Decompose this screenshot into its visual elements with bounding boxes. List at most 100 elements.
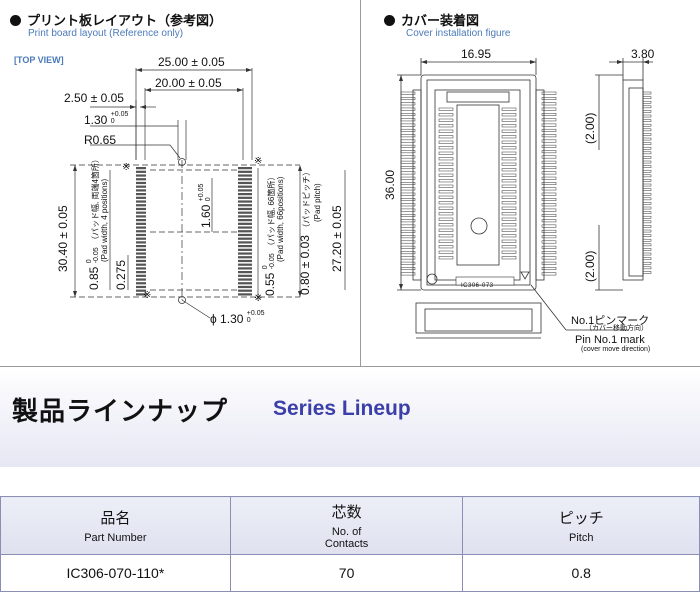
part-mark-plate	[455, 276, 515, 286]
pin	[642, 225, 652, 228]
pad	[136, 207, 146, 211]
pin	[501, 162, 517, 166]
bullet-icon	[384, 15, 395, 26]
pad	[136, 222, 146, 225]
pcb-section-title: プリント板レイアウト（参考図）	[10, 10, 222, 29]
pad	[238, 219, 252, 222]
pin	[541, 176, 557, 180]
pad	[136, 226, 146, 229]
pin1-label-en: Pin No.1 mark	[575, 334, 645, 346]
pin1-arrow-icon	[520, 271, 530, 280]
pin	[400, 113, 416, 116]
pin	[501, 239, 517, 243]
pin	[541, 160, 557, 164]
pin	[400, 229, 416, 233]
pin	[501, 107, 517, 111]
pin	[501, 173, 517, 177]
pin	[642, 266, 652, 270]
pin	[501, 140, 517, 144]
pcb-section-subtitle: Print board layout (Reference only)	[28, 28, 184, 39]
pad	[238, 259, 252, 263]
pin	[642, 151, 652, 155]
pin	[400, 187, 416, 191]
pin	[642, 229, 652, 233]
pin	[541, 182, 557, 185]
pad	[238, 178, 252, 181]
side-view-pins	[642, 91, 652, 274]
pin	[400, 213, 416, 217]
pad	[238, 215, 252, 218]
pin	[438, 173, 454, 177]
pin	[541, 235, 557, 239]
pin	[642, 146, 652, 150]
pin	[438, 168, 454, 172]
pin	[541, 267, 557, 271]
pin	[438, 113, 454, 117]
dim-2720: 27.20 ± 0.05	[330, 205, 344, 272]
cover-contact-pins	[400, 91, 557, 276]
pin	[438, 201, 454, 205]
pin	[642, 238, 652, 242]
pin	[642, 243, 652, 247]
pad	[136, 285, 146, 289]
pin	[541, 102, 557, 106]
pad	[238, 274, 252, 277]
pin	[642, 160, 652, 164]
pin	[642, 211, 652, 214]
pin	[438, 250, 454, 254]
pin	[400, 123, 416, 127]
pad	[136, 230, 146, 233]
pad	[238, 174, 252, 177]
pad	[238, 226, 252, 229]
pin	[400, 272, 416, 276]
dim-200-top: (2.00)	[583, 112, 597, 144]
pin	[642, 252, 652, 256]
pad	[136, 256, 146, 259]
pin	[501, 195, 517, 199]
dim-r065: R0.65	[84, 133, 117, 147]
pcb-drawing	[70, 68, 346, 319]
pin	[501, 151, 517, 155]
part-mark-text: IC306-073	[461, 283, 494, 289]
pin	[501, 179, 517, 183]
pad	[136, 170, 146, 173]
pin	[400, 155, 416, 159]
cover-section-subtitle: Cover installation figure	[406, 28, 511, 39]
pad	[238, 181, 252, 185]
pin	[400, 224, 416, 228]
pin	[501, 223, 517, 227]
pad	[136, 259, 146, 263]
pin	[642, 257, 652, 260]
pad	[238, 267, 252, 270]
pin	[400, 203, 416, 207]
top-view-tag: [TOP VIEW]	[14, 55, 64, 65]
pad	[238, 230, 252, 233]
pin	[438, 118, 454, 122]
cover-section-title: カバー装着図	[384, 10, 479, 29]
dim-200-bottom: (2.00)	[583, 250, 597, 282]
pad	[136, 215, 146, 218]
dim-160: 1.60 +0.05 0	[198, 183, 213, 228]
table-row: IC306-070-110* 70 0.8	[0, 554, 700, 592]
pad	[136, 167, 146, 170]
pin	[541, 229, 557, 233]
pin	[400, 166, 416, 170]
pin	[642, 261, 652, 265]
pin	[642, 174, 652, 178]
pin	[438, 162, 454, 166]
pin	[541, 144, 557, 148]
pad	[136, 204, 146, 207]
pin	[400, 251, 416, 255]
pin	[400, 102, 416, 106]
pin	[438, 129, 454, 133]
pin	[541, 272, 557, 276]
dim-080: 0.80 ± 0.03 （パッドピッチ）	[298, 167, 312, 295]
pad	[238, 285, 252, 289]
pad	[238, 245, 252, 248]
pin	[541, 166, 557, 170]
pin	[438, 124, 454, 128]
pin	[642, 119, 652, 122]
pin	[400, 261, 416, 265]
pad	[238, 237, 252, 240]
pad	[136, 193, 146, 196]
